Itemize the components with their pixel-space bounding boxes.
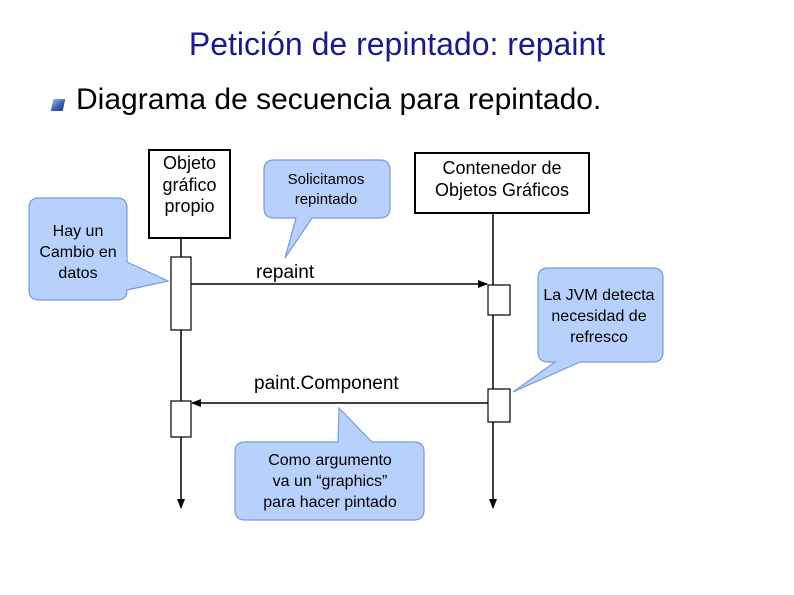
callout-solicit-text: Solicitamos repintado xyxy=(264,170,388,209)
callout-jvm-shape xyxy=(512,267,664,393)
object-label-line: Contenedor de xyxy=(442,158,562,178)
callout-line: repintado xyxy=(294,190,358,208)
object-label-line: Objetos Gráficos xyxy=(434,179,570,200)
callout-line: para hacer pintado xyxy=(263,493,397,511)
object-label-line: gráfico xyxy=(162,174,217,195)
callout-line: La JVM detecta xyxy=(543,287,655,304)
activation-obj2-repaint xyxy=(487,284,511,316)
callout-solicit-shape xyxy=(263,159,391,259)
message-label-repaint: repaint xyxy=(256,262,315,283)
activation-obj2-paint xyxy=(487,388,511,423)
callout-line: Cambio en xyxy=(39,243,117,261)
callout-line: Como argumento xyxy=(268,452,392,469)
activation-obj1-repaint xyxy=(170,256,192,331)
callout-line: va un “graphics” xyxy=(272,472,388,490)
callout-graphics-text: Como argumento va un “graphics” para hac… xyxy=(235,451,425,513)
callout-line: Solicitamos xyxy=(287,171,365,188)
callout-jvm-text: La JVM detecta necesidad de refresco xyxy=(536,286,662,348)
slide-title: Petición de repintado: repaint xyxy=(188,26,606,62)
callout-line: necesidad de xyxy=(551,307,647,325)
object-box-grafico-propio: Objeto gráfico propio xyxy=(148,149,231,239)
callout-line: refresco xyxy=(570,328,628,346)
object-box-contenedor: Contenedor de Objetos Gráficos xyxy=(414,152,590,214)
callout-line: Hay un xyxy=(52,223,104,240)
callout-cambio-text: Hay un Cambio en datos xyxy=(29,222,127,284)
callout-line: datos xyxy=(58,264,98,282)
callout-graphics-shape xyxy=(234,406,425,521)
object-label-line: propio xyxy=(164,196,215,217)
activation-obj1-paint xyxy=(170,400,192,438)
callout-cambio-shape xyxy=(28,197,170,301)
message-label-paint-component: paint.Component xyxy=(254,373,399,394)
object-label-line: Objeto xyxy=(162,153,217,173)
slide-bullet-text: Diagrama de secuencia para repintado. xyxy=(76,83,602,116)
